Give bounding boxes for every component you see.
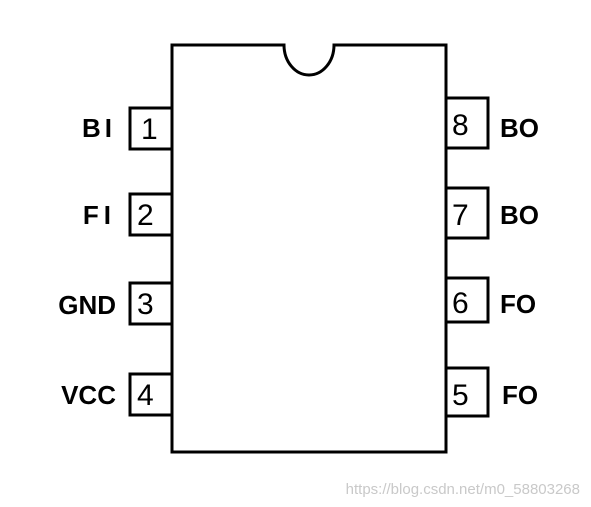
pin-number-4: 4 <box>137 379 154 412</box>
watermark-text: https://blog.csdn.net/m0_58803268 <box>346 481 580 498</box>
chip-body <box>170 43 448 454</box>
pin-label-7: BO <box>500 200 539 230</box>
pin-box-5 <box>444 366 490 418</box>
pin-label-5: FO <box>502 380 538 410</box>
pin-number-5: 5 <box>452 379 469 412</box>
pin-number-6: 6 <box>452 287 469 320</box>
pin-label-3: GND <box>58 290 116 320</box>
pin-box-6 <box>444 276 490 324</box>
pin-label-4: VCC <box>61 380 116 410</box>
pin-box-1 <box>128 106 174 151</box>
pin-box-2 <box>128 192 174 237</box>
pin-number-2: 2 <box>137 199 154 232</box>
pin-box-3 <box>128 281 174 326</box>
pin-number-7: 7 <box>452 199 469 232</box>
pin-number-3: 3 <box>137 288 154 321</box>
pin-label-6: FO <box>500 289 536 319</box>
pin-box-4 <box>128 372 174 417</box>
pin-number-8: 8 <box>452 109 469 142</box>
pin-box-7 <box>444 186 490 240</box>
pin-number-1: 1 <box>141 113 158 146</box>
pin-label-8: BO <box>500 113 539 143</box>
pin-label-1: BI <box>82 113 116 143</box>
pin-box-8 <box>444 96 490 150</box>
pin-label-2: FI <box>83 200 116 230</box>
